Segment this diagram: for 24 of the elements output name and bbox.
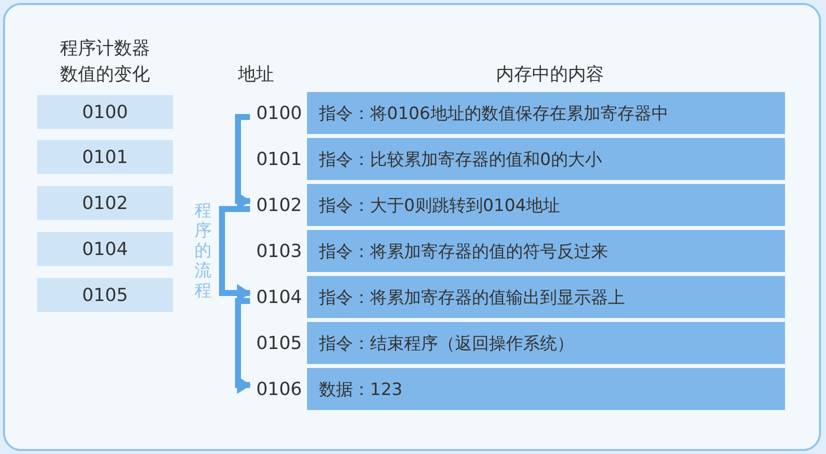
- memory-content-bar: 指令：比较累加寄存器的值和0的大小: [307, 138, 785, 180]
- memory-content-bar: 数据：123: [307, 368, 785, 410]
- memory-content-bar: 指令：将累加寄存器的值输出到显示器上: [307, 276, 785, 318]
- address-label: 0101: [255, 148, 302, 172]
- counter-value-box: 0104: [37, 232, 173, 266]
- edge-label: 程序的流程: [194, 201, 212, 301]
- column-heading: 地址: [237, 63, 275, 87]
- flow-arrow: [235, 298, 251, 394]
- address-label: 0105: [255, 332, 302, 356]
- counter-value-box: 0100: [37, 95, 173, 129]
- memory-content-bar: 指令：将累加寄存器的值的符号反过来: [307, 230, 785, 272]
- memory-content-bar: 指令：将0106地址的数值保存在累加寄存器中: [307, 92, 785, 134]
- address-label: 0102: [255, 194, 302, 218]
- address-label: 0100: [255, 102, 302, 126]
- memory-content-bar: 指令：结束程序（返回操作系统）: [307, 322, 785, 364]
- address-label: 0106: [255, 378, 302, 402]
- address-label: 0104: [255, 286, 302, 310]
- counter-value-box: 0105: [37, 278, 173, 312]
- column-heading: 内存中的内容: [495, 63, 605, 87]
- counter-value-box: 0102: [37, 186, 173, 220]
- counter-value-box: 0101: [37, 140, 173, 174]
- address-label: 0103: [255, 240, 302, 264]
- memory-content-bar: 指令：大于0则跳转到0104地址: [307, 184, 785, 226]
- column-heading: 程序计数器数值的变化: [59, 37, 151, 87]
